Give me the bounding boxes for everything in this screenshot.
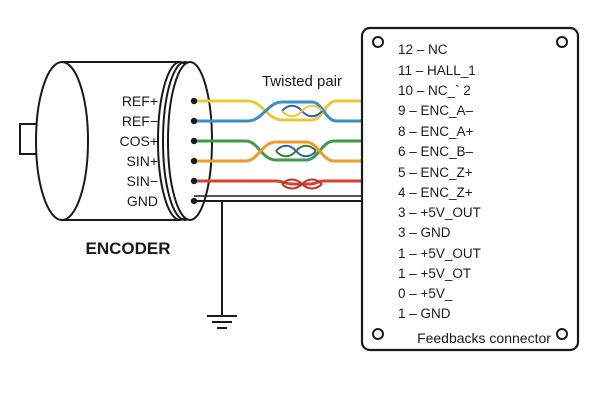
terminal-dot (190, 137, 198, 145)
signal-label-ref-plus: REF+ (122, 93, 158, 109)
twist-loop (281, 104, 323, 118)
signal-label-sin-plus: SIN+ (126, 153, 158, 169)
wire-ref-plus (192, 99, 364, 122)
terminal-dot (190, 117, 198, 125)
pin-label: 1 – GND (398, 306, 451, 321)
signal-label-ref-minus: REF− (122, 113, 158, 129)
terminal-dot (190, 97, 198, 105)
mounting-hole (556, 328, 568, 340)
mounting-hole (556, 36, 568, 48)
connector-title: Feedbacks connector (417, 330, 551, 346)
pin-label: 4 – ENC_Z+ (398, 185, 473, 200)
wire-cos-plus (192, 139, 364, 162)
pin-label: 1 – +5V_OUT (398, 246, 481, 261)
ground-symbol (207, 315, 237, 329)
wire-sin-plus (192, 140, 364, 163)
pin-label: 6 – ENC_B– (398, 144, 474, 159)
pin-label: 1 – +5V_OT (398, 266, 471, 281)
gnd-wiring (194, 195, 362, 316)
encoder (19, 61, 213, 221)
mounting-hole (372, 36, 384, 48)
pin-label: 8 – ENC_A+ (398, 124, 474, 139)
pin-label: 11 – HALL_1 (398, 63, 476, 78)
terminal-dot (190, 157, 198, 165)
twist-loop (275, 144, 317, 158)
terminal-dot (190, 177, 198, 185)
wire-sin-minus (192, 179, 364, 186)
pin-label: 9 – ENC_A– (398, 103, 474, 118)
wires (192, 99, 364, 186)
twist-loop (281, 178, 323, 190)
encoder-title: ENCODER (85, 239, 170, 258)
pin-label: 5 – ENC_Z+ (398, 165, 473, 180)
pin-label: 12 – NC (398, 42, 448, 57)
wire-ref-minus (192, 100, 364, 123)
pin-label: 3 – +5V_OUT (398, 205, 481, 220)
connector-pin-list: 12 – NC 11 – HALL_1 10 – NC_` 2 9 – ENC_… (398, 42, 481, 321)
twist-details (275, 104, 323, 190)
pin-label: 0 – +5V_ (398, 286, 453, 301)
cable-label: Twisted pair (262, 73, 342, 90)
signal-label-cos-plus: COS+ (119, 133, 158, 149)
pin-label: 10 – NC_` 2 (398, 83, 471, 98)
signal-label-gnd: GND (127, 193, 158, 209)
pin-label: 3 – GND (398, 225, 451, 240)
connector-body (360, 26, 580, 352)
encoder-back (35, 61, 89, 221)
signal-label-sin-minus: SIN− (126, 173, 158, 189)
mounting-hole (372, 328, 384, 340)
feedback-connector (360, 26, 580, 352)
